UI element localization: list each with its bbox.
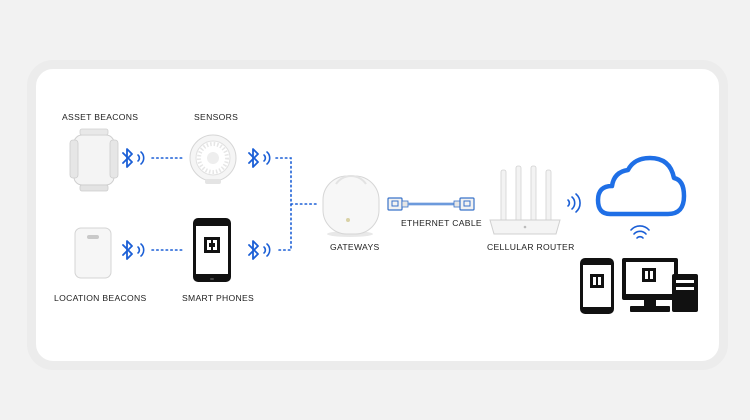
client-desktop-device	[622, 258, 698, 312]
router-signal-icon	[567, 193, 581, 213]
bluetooth-icon	[248, 240, 259, 260]
bluetooth-icon	[122, 240, 133, 260]
cellular-router-label: CELLULAR ROUTER	[487, 242, 575, 252]
ethernet-cable-label: ETHERNET CABLE	[401, 218, 482, 228]
smart-phones-label: SMART PHONES	[182, 293, 255, 303]
signal-waves-icon	[137, 151, 145, 165]
asset-beacon-device	[69, 128, 119, 192]
cloud-icon	[595, 155, 687, 217]
link-merge-bracket	[275, 157, 292, 251]
signal-waves-icon	[263, 243, 271, 257]
bluetooth-icon	[248, 148, 259, 168]
signal-waves-icon	[263, 151, 271, 165]
location-beacons-label: LOCATION BEACONS	[54, 293, 147, 303]
smart-phone-device	[193, 218, 231, 282]
client-phone-device	[580, 258, 614, 314]
bluetooth-icon	[122, 148, 133, 168]
signal-waves-icon	[137, 243, 145, 257]
gateways-label: GATEWAYS	[330, 242, 380, 252]
sensor-device	[189, 134, 237, 184]
ethernet-cable	[387, 197, 475, 211]
sensors-label: SENSORS	[194, 112, 239, 122]
gateway-device	[322, 175, 380, 237]
cloud-signal-icon	[630, 225, 650, 239]
cellular-router-device	[489, 165, 561, 235]
asset-beacons-label: ASSET BEACONS	[62, 112, 139, 122]
location-beacon-device	[74, 227, 112, 279]
